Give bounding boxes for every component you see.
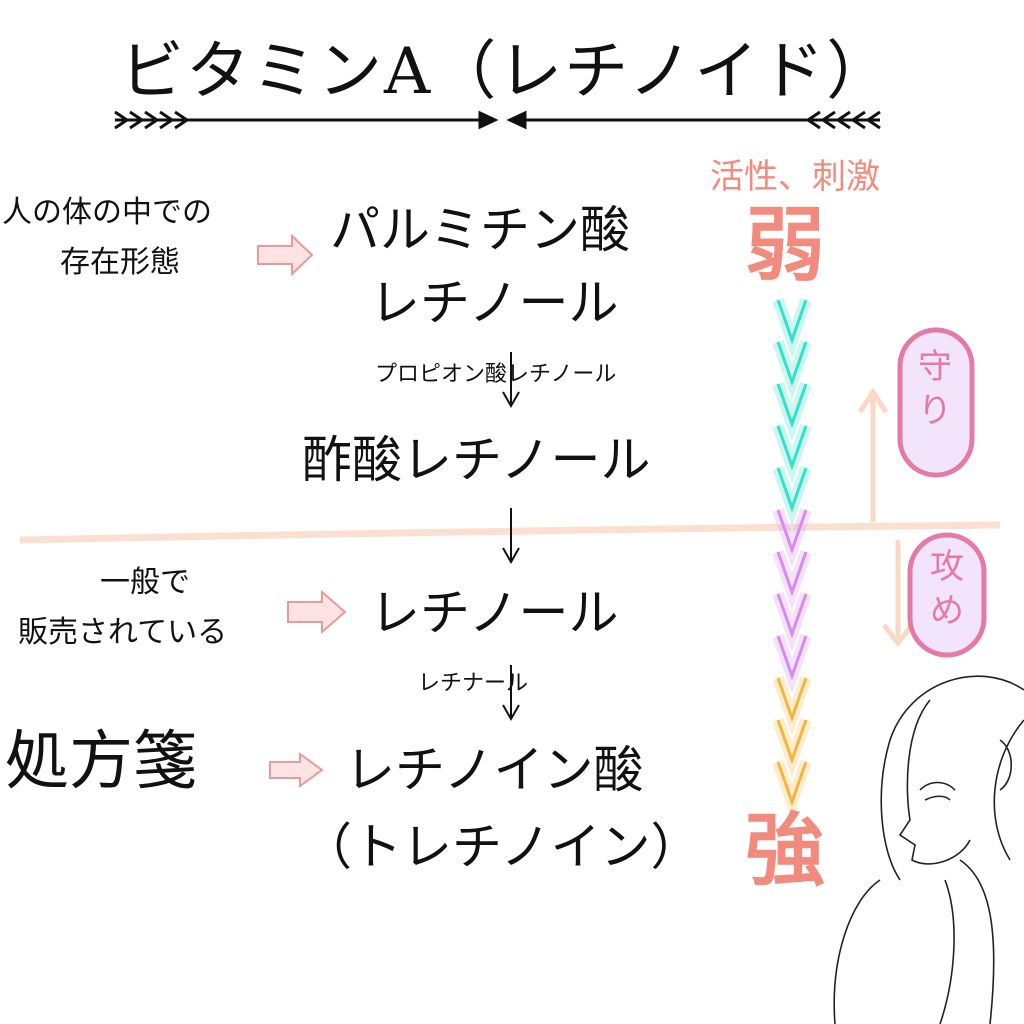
offense-arrow xyxy=(882,540,914,648)
intermediate-propionate: プロピオン酸レチノール xyxy=(375,362,617,387)
form-retinoic-acid-line1: レチノイン酸 xyxy=(345,741,644,799)
prescription-label: 処方箋 xyxy=(5,725,197,799)
chevron-down-icon xyxy=(776,509,808,555)
title-arrow-left xyxy=(506,110,881,130)
title-arrow-right xyxy=(114,110,499,130)
chevron-down-icon xyxy=(776,761,808,807)
chevron-down-icon xyxy=(776,467,808,513)
woman-line-art xyxy=(833,675,1024,1024)
strength-caption: 活性、刺激 xyxy=(710,157,880,197)
chevron-down-icon xyxy=(776,425,808,471)
offense-bubble-text: 攻め xyxy=(930,547,964,632)
flow-arrow-3 xyxy=(502,665,520,722)
offense-bubble xyxy=(907,532,987,658)
chevron-down-icon xyxy=(776,551,808,597)
pointer-arrow-body xyxy=(257,233,314,277)
defense-bubble-text: 守り xyxy=(918,347,952,432)
form-palmitate-line1: パルミチン酸 xyxy=(330,201,630,259)
chevron-down-icon xyxy=(776,299,808,345)
divider-line xyxy=(19,521,1001,544)
form-retinol: レチノール xyxy=(370,584,619,642)
body-form-label-line2: 存在形態 xyxy=(60,245,180,280)
flow-arrow-2 xyxy=(502,508,520,565)
intermediate-retinal: レチナール xyxy=(418,671,529,696)
form-palmitate-line2: レチノール xyxy=(370,274,619,332)
form-acetate: 酢酸レチノール xyxy=(302,431,651,489)
chevron-down-icon xyxy=(776,341,808,387)
sold-label-line2: 販売されている xyxy=(18,615,228,650)
flow-arrow-1 xyxy=(502,352,520,409)
form-retinoic-acid-line2: （トレチノイン） xyxy=(302,818,701,876)
chevron-down-icon xyxy=(776,593,808,639)
chevron-down-icon xyxy=(776,677,808,723)
body-form-label-line1: 人の体の中での xyxy=(2,195,212,230)
chevron-down-icon xyxy=(776,383,808,429)
defense-bubble xyxy=(897,327,975,478)
chevron-down-icon xyxy=(776,635,808,681)
chevron-glow xyxy=(772,298,812,359)
weak-label: 弱 xyxy=(745,198,825,292)
pointer-arrow-prescription xyxy=(269,752,324,788)
page-title: ビタミンA（レチノイド） xyxy=(120,35,893,109)
strong-label: 強 xyxy=(745,803,825,897)
chevron-down-icon xyxy=(776,719,808,765)
pointer-arrow-sold xyxy=(287,589,347,635)
chevron-column xyxy=(772,298,812,821)
sold-label-line1: 一般で xyxy=(100,565,190,600)
defense-arrow xyxy=(857,387,889,522)
